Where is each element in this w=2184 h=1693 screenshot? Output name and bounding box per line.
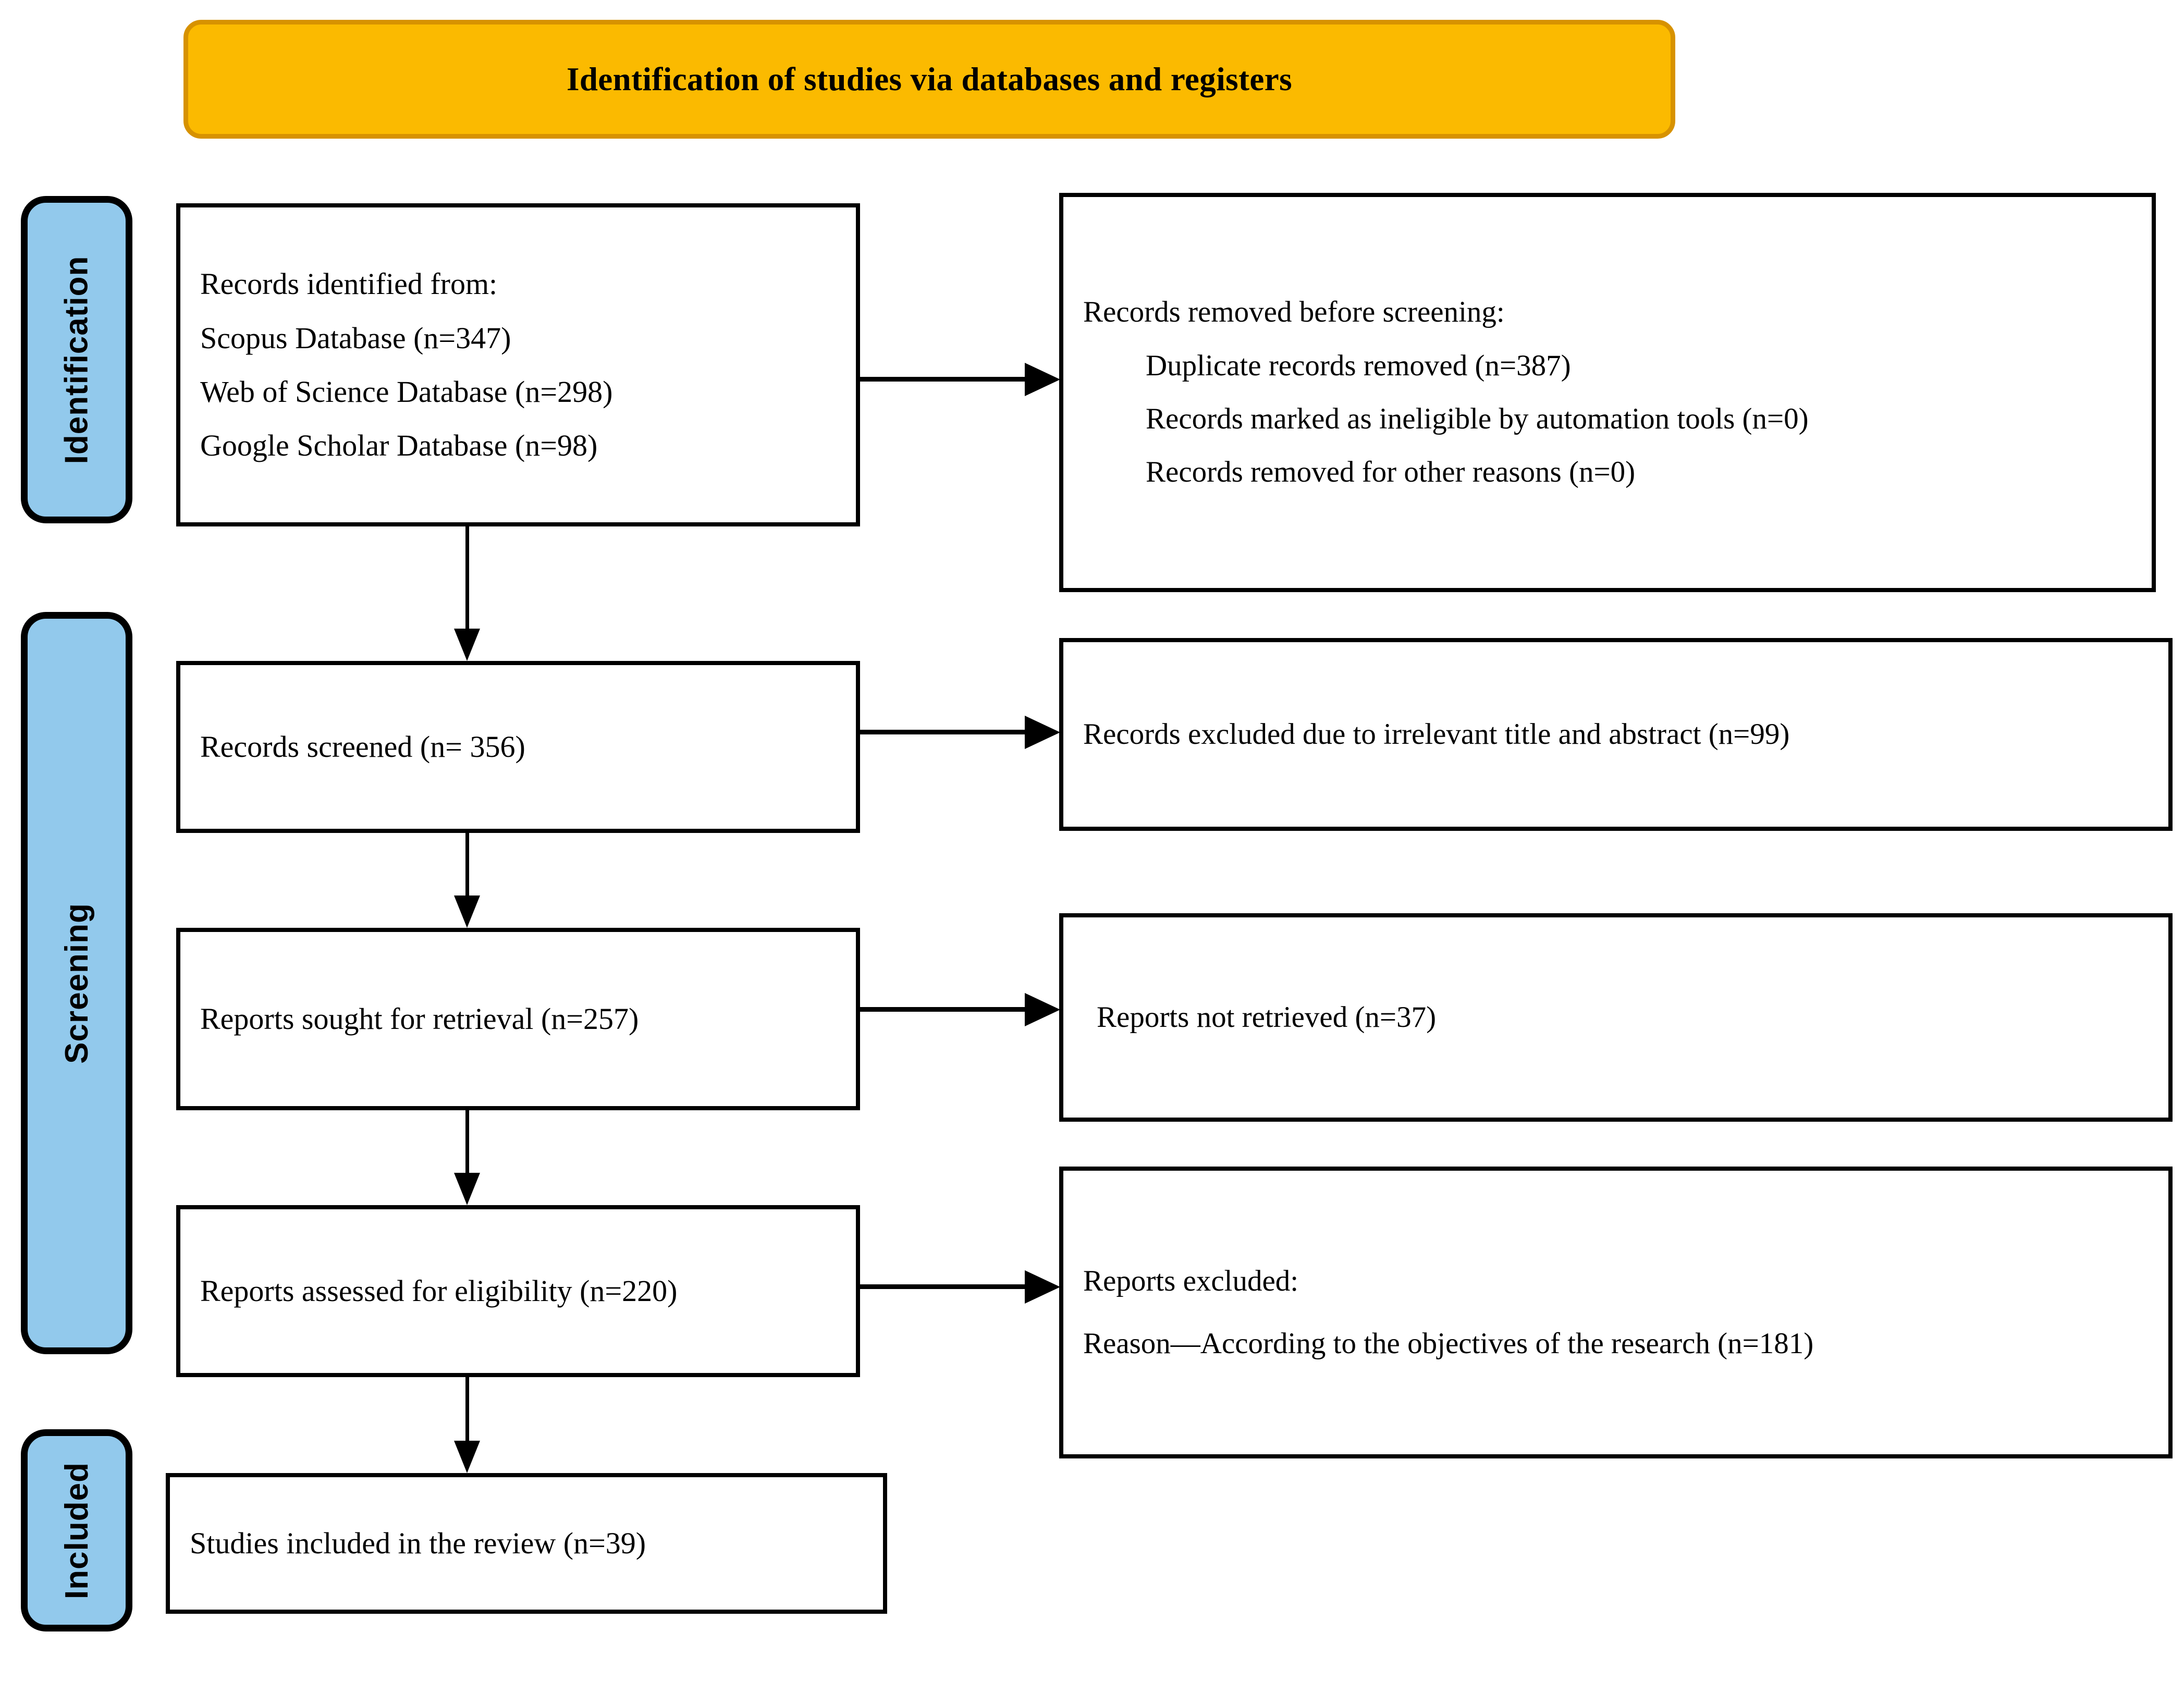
box-studies-included: Studies included in the review (n=39)	[166, 1473, 887, 1614]
box-reports-sought: Reports sought for retrieval (n=257)	[176, 928, 860, 1110]
arrow-stem	[860, 377, 1025, 382]
arrow-head-right-icon	[1025, 363, 1060, 396]
arrow-head-down-icon	[454, 1173, 480, 1205]
stage-label-identification-text: Identification	[58, 255, 95, 464]
box-records-identified: Records identified from: Scopus Database…	[176, 203, 860, 526]
arrow-stem	[465, 833, 469, 895]
records-identified-heading: Records identified from:	[200, 267, 498, 301]
arrow-head-right-icon	[1025, 716, 1060, 749]
stage-label-screening: Screening	[21, 612, 132, 1354]
records-removed-heading: Records removed before screening:	[1083, 296, 1505, 329]
banner-title: Identification of studies via databases …	[566, 60, 1293, 97]
stage-label-included: Included	[21, 1429, 132, 1631]
arrow-stem	[860, 1007, 1025, 1012]
stage-label-included-text: Included	[58, 1462, 95, 1599]
stage-label-identification: Identification	[21, 196, 132, 523]
reports-not-retrieved-text: Reports not retrieved (n=37)	[1097, 1000, 1437, 1034]
records-screened-text: Records screened (n= 356)	[200, 730, 525, 764]
arrow-stem	[860, 1284, 1025, 1289]
box-reports-excluded: Reports excluded: Reason—According to th…	[1059, 1167, 2173, 1458]
box-records-excluded-title-abstract: Records excluded due to irrelevant title…	[1059, 638, 2173, 831]
arrow-head-right-icon	[1025, 1270, 1060, 1304]
arrow-head-down-icon	[454, 629, 480, 661]
records-identified-wos: Web of Science Database (n=298)	[200, 375, 613, 409]
arrow-stem	[465, 1377, 469, 1441]
reports-sought-text: Reports sought for retrieval (n=257)	[200, 1002, 639, 1036]
records-excluded-title-abstract-text: Records excluded due to irrelevant title…	[1083, 717, 1790, 751]
arrow-head-down-icon	[454, 1441, 480, 1473]
records-identified-scholar: Google Scholar Database (n=98)	[200, 428, 598, 463]
banner-identification: Identification of studies via databases …	[183, 20, 1675, 139]
records-removed-other: Records removed for other reasons (n=0)	[1146, 456, 1636, 489]
arrow-stem	[860, 730, 1025, 734]
arrow-stem	[465, 1110, 469, 1173]
box-records-screened: Records screened (n= 356)	[176, 661, 860, 833]
box-records-removed: Records removed before screening: Duplic…	[1059, 193, 2156, 592]
box-reports-not-retrieved: Reports not retrieved (n=37)	[1059, 913, 2173, 1122]
records-removed-automation: Records marked as ineligible by automati…	[1146, 402, 1809, 435]
arrow-head-down-icon	[454, 895, 480, 928]
reports-excluded-heading: Reports excluded:	[1083, 1264, 1299, 1297]
stage-label-screening-text: Screening	[58, 902, 95, 1064]
reports-excluded-reason: Reason—According to the objectives of th…	[1083, 1327, 1814, 1360]
arrow-head-right-icon	[1025, 993, 1060, 1026]
records-removed-duplicates: Duplicate records removed (n=387)	[1146, 349, 1571, 382]
records-identified-scopus: Scopus Database (n=347)	[200, 321, 511, 355]
reports-assessed-text: Reports assessed for eligibility (n=220)	[200, 1274, 678, 1308]
studies-included-text: Studies included in the review (n=39)	[190, 1526, 646, 1561]
arrow-stem	[465, 525, 469, 629]
box-reports-assessed: Reports assessed for eligibility (n=220)	[176, 1205, 860, 1377]
